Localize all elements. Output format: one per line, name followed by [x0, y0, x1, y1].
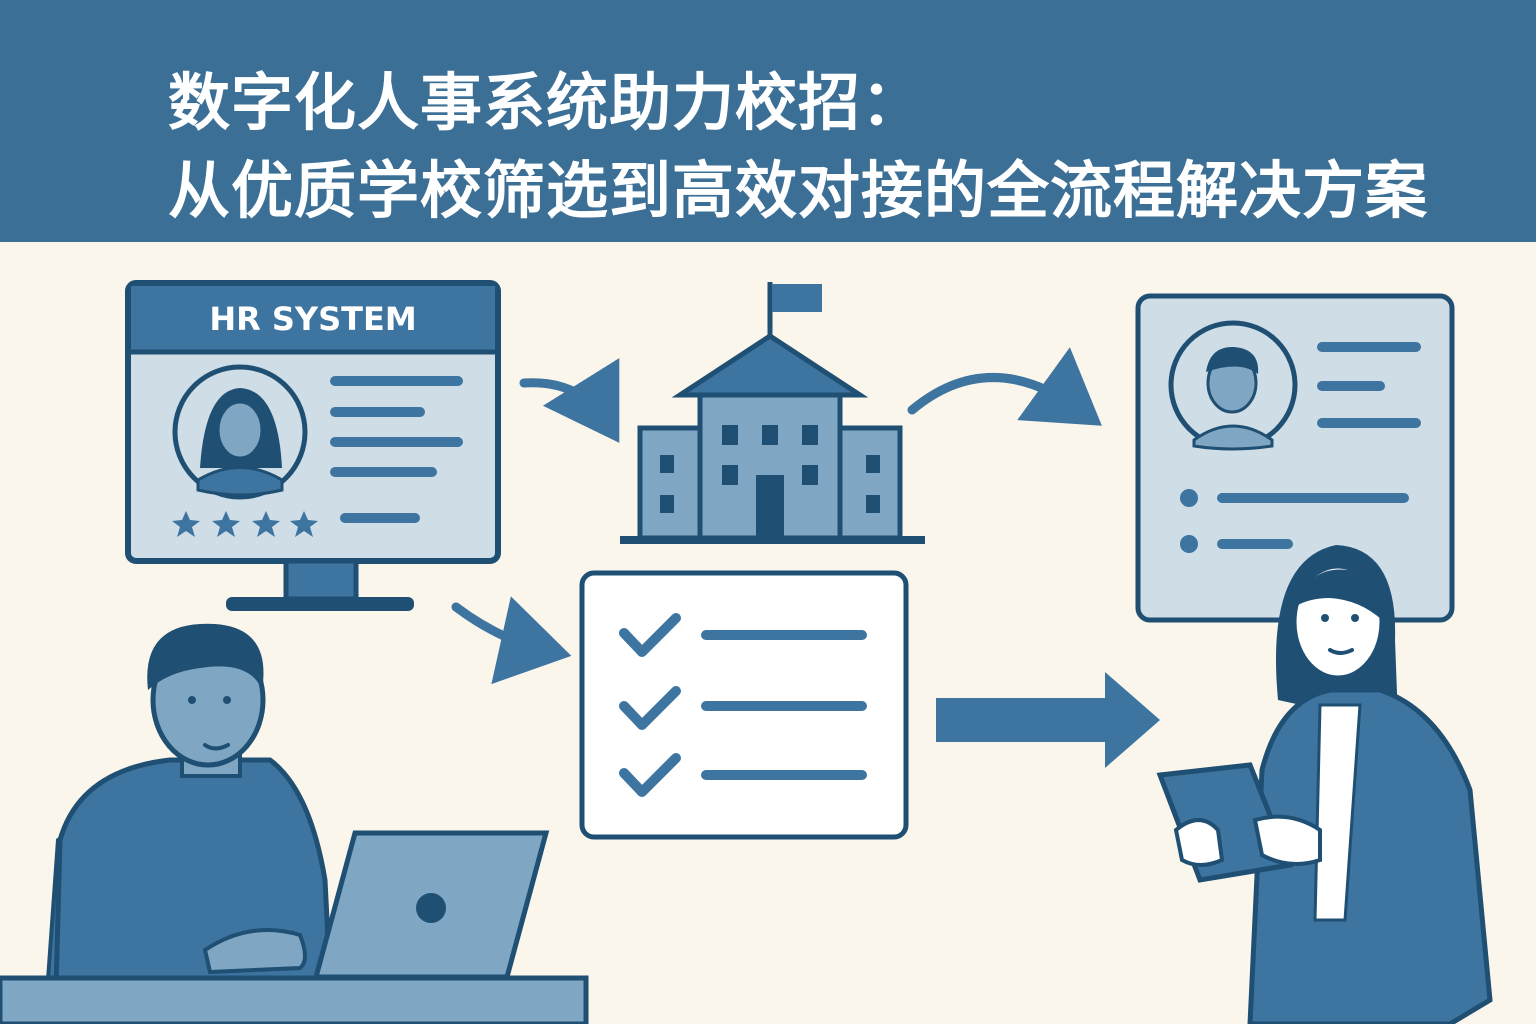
header-banner: 数字化人事系统助力校招： 从优质学校筛选到高效对接的全流程解决方案 — [0, 0, 1536, 242]
man-with-laptop — [0, 623, 589, 1024]
page-subtitle: 从优质学校筛选到高效对接的全流程解决方案 — [168, 154, 1429, 227]
laptop-icon — [312, 830, 550, 980]
check-icon — [619, 613, 681, 797]
school-building-icon — [620, 282, 925, 544]
page-title: 数字化人事系统助力校招： — [168, 66, 925, 139]
arrow-icon — [907, 347, 1102, 426]
monitor-icon: HR SYSTEM — [125, 280, 501, 611]
woman-with-tablet — [1156, 545, 1493, 1024]
arrow-icon — [451, 596, 572, 685]
avatar — [172, 364, 308, 500]
arrow-icon — [936, 672, 1160, 768]
hr-system-label: HR SYSTEM — [209, 300, 416, 338]
arrow-icon — [519, 357, 620, 443]
rating-stars — [172, 511, 318, 537]
flag-icon — [772, 284, 822, 312]
checklist-icon — [579, 570, 909, 840]
candidate-profile-icon — [1135, 293, 1455, 623]
